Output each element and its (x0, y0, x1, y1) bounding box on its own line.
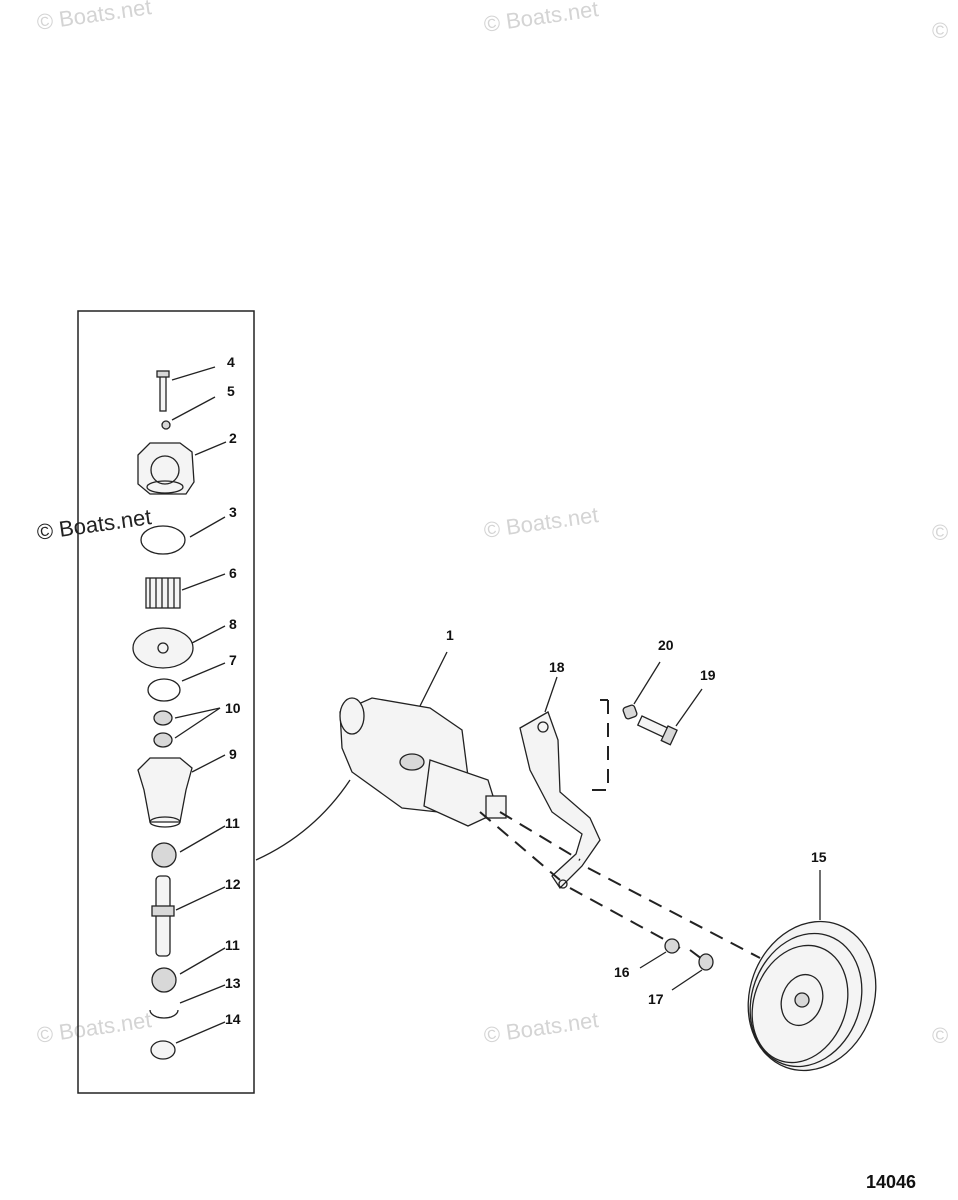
callout-12: 12 (225, 876, 241, 892)
part-snap-ring-13 (149, 1009, 179, 1019)
watermark-top-right: © (932, 18, 948, 43)
part-washer-14 (150, 1040, 176, 1060)
leader-lines-inset (171, 366, 227, 1044)
part-oring-7 (147, 678, 181, 702)
watermarks: © Boats.net © Boats.net © © Boats.net © … (35, 0, 948, 1048)
part-bracket-18 (519, 711, 601, 890)
callout-6: 6 (229, 565, 237, 581)
callouts: 4 5 2 3 6 8 7 10 9 11 12 11 13 14 1 18 2… (225, 354, 827, 1027)
callout-15: 15 (811, 849, 827, 865)
leader-line-18 (544, 676, 558, 713)
watermark-mid-left: © Boats.net (35, 504, 153, 545)
part-oring-3 (140, 525, 186, 555)
part-nut-16 (664, 938, 680, 954)
callout-18: 18 (549, 659, 565, 675)
part-bolt-19 (636, 715, 678, 746)
part-bolt-4 (156, 370, 170, 412)
part-pump-assembly-1 (339, 697, 507, 827)
part-washer-17 (698, 953, 714, 971)
part-pulley-15 (747, 920, 877, 1072)
callout-5: 5 (227, 383, 235, 399)
callout-2: 2 (229, 430, 237, 446)
callout-17: 17 (648, 991, 664, 1007)
callout-14: 14 (225, 1011, 241, 1027)
callout-16: 16 (614, 964, 630, 980)
leader-line-1 (419, 651, 448, 707)
part-bearing-11a (151, 842, 177, 868)
part-washer-5 (161, 420, 171, 430)
callout-10: 10 (225, 700, 241, 716)
callout-11-upper: 11 (225, 815, 240, 831)
callout-9: 9 (229, 746, 237, 762)
watermark-mid-center: © Boats.net (482, 502, 600, 543)
callout-11-lower: 11 (225, 937, 240, 953)
watermark-bottom-left: © Boats.net (35, 1007, 153, 1048)
watermark-bottom-center: © Boats.net (482, 1007, 600, 1048)
leader-line-17 (671, 969, 703, 991)
leader-line-19 (675, 688, 703, 727)
part-impeller-6 (145, 577, 181, 609)
part-wear-plate-8 (132, 627, 194, 669)
callout-4: 4 (227, 354, 235, 370)
part-washer-20 (622, 704, 638, 720)
hose-line (255, 779, 351, 861)
leader-line-20 (633, 661, 661, 705)
watermark-bottom-right: © (932, 1023, 948, 1048)
part-shaft-12 (151, 875, 175, 957)
leader-line-16 (639, 951, 667, 969)
callout-19: 19 (700, 667, 716, 683)
part-seal-10a (153, 710, 173, 726)
assembly-dashed-lines (479, 699, 761, 966)
watermark-mid-right: © (932, 520, 948, 545)
callout-1: 1 (446, 627, 454, 643)
part-pump-cover-2 (137, 442, 195, 495)
diagram-reference-number: 14046 (866, 1172, 916, 1192)
callout-13: 13 (225, 975, 241, 991)
callout-7: 7 (229, 652, 237, 668)
part-bearing-11b (151, 967, 177, 993)
inset-box (77, 310, 255, 1094)
part-pump-housing-9 (137, 757, 193, 828)
callout-3: 3 (229, 504, 237, 520)
watermark-top-left: © Boats.net (35, 0, 153, 35)
watermark-top-center: © Boats.net (482, 0, 600, 37)
part-seal-10b (153, 732, 173, 748)
callout-8: 8 (229, 616, 237, 632)
callout-20: 20 (658, 637, 674, 653)
